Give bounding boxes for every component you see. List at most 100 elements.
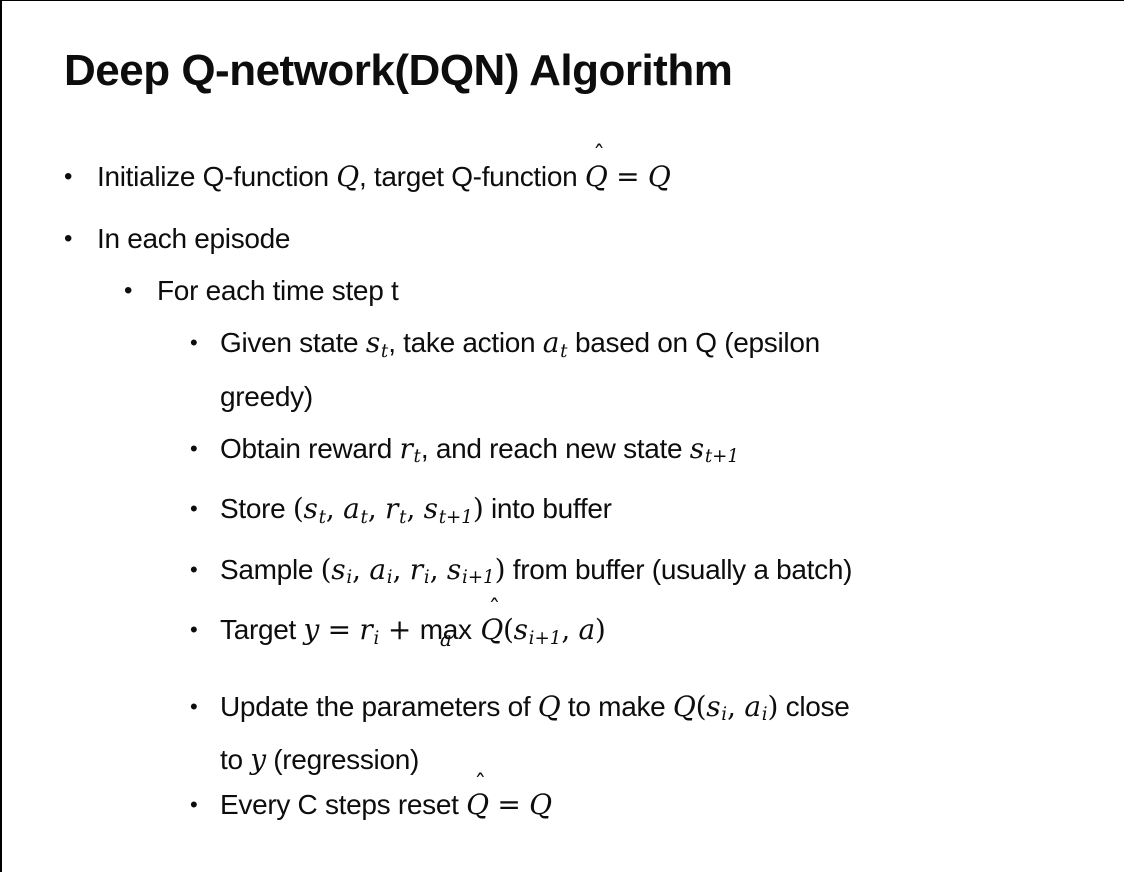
bullet-item: •Obtain reward rt, and reach new state s… [190, 426, 1124, 480]
hat-accent-icon: ˆ [488, 594, 501, 623]
math-roman: , [325, 492, 344, 526]
subscript: t [318, 506, 326, 528]
bullet-line: Initialize Q-function Q, target Q-functi… [97, 144, 1124, 199]
math-var: y [303, 613, 320, 647]
text-segment: from buffer (usually a batch) [505, 553, 853, 585]
math-var: s [689, 431, 704, 465]
subscript: t [413, 446, 421, 468]
subscript: i [423, 567, 430, 589]
bullet-glyph: • [64, 163, 73, 190]
bullet-glyph: • [190, 435, 198, 461]
math-roman: , [406, 492, 424, 526]
math-var-with-sub: si+1 [514, 613, 562, 649]
subscript: t+1 [438, 506, 473, 528]
math-var-with-sub: st [304, 492, 326, 528]
bullet-glyph: • [190, 617, 198, 643]
math-var: s [446, 552, 461, 586]
math-var-with-sub: ri [409, 552, 430, 589]
text-segment: based on Q (epsilon [567, 327, 820, 358]
math-var: Q [480, 613, 503, 647]
math-var: Q [647, 160, 671, 193]
math-var: s [423, 492, 438, 526]
subscript: i [373, 627, 380, 649]
math-roman: = [607, 160, 648, 193]
bullet-glyph: • [64, 225, 73, 252]
bullet-line: In each episode [97, 216, 1124, 261]
math-roman: ( [695, 689, 707, 723]
text-segment: Sample [220, 553, 321, 585]
math-var: Q [584, 160, 608, 193]
bullet-text: Initialize Q-function Q, target Q-functi… [97, 144, 1124, 199]
math-roman: , [392, 552, 410, 586]
subscript: i [721, 704, 728, 726]
math-roman: , [727, 689, 745, 723]
bullet-line: Update the parameters of Q to make Q(si,… [220, 684, 1124, 738]
bullet-line: For each time step t [157, 268, 1124, 313]
math-var: r [409, 552, 423, 586]
math-var-with-sub: at [343, 492, 368, 528]
math-roman: , [429, 552, 447, 586]
math-roman: = [488, 788, 530, 822]
bullet-line: Store (st, at, rt, st+1) into buffer [220, 486, 1124, 540]
text-segment: Every C steps reset [220, 789, 467, 821]
bullet-item: • Update the parameters of Q to make Q(si… [190, 684, 1124, 783]
math-var-with-sub: st [366, 326, 388, 362]
bullet-text: Store (st, at, rt, st+1) into buffer [220, 486, 1124, 540]
text-segment: Given state [220, 327, 366, 358]
math-var: Q [672, 689, 696, 723]
text-segment: to [220, 744, 251, 776]
subscript: i+1 [528, 627, 562, 649]
subscript: i [761, 704, 768, 726]
math-var: s [706, 689, 721, 723]
text-segment: Obtain reward [220, 432, 400, 464]
text-segment: Initialize Q-function [97, 161, 337, 192]
subscript: t+1 [704, 446, 739, 468]
bullet-item: •Store (st, at, rt, st+1) into buffer [190, 486, 1124, 540]
math-roman: ) [767, 689, 779, 723]
math-var-with-sub: rt [385, 492, 406, 528]
math-var: r [359, 613, 373, 647]
math-roman: , [561, 613, 579, 647]
text-segment: greedy) [220, 380, 313, 412]
math-roman: ( [320, 552, 332, 586]
bullet-glyph: • [190, 693, 198, 719]
math-var: Q [529, 788, 552, 822]
math-var: Q [537, 689, 561, 723]
math-roman: ) [494, 552, 506, 586]
text-segment: Store [220, 493, 293, 525]
text-segment: to make [560, 690, 673, 722]
hat-accent-icon: ˆ [474, 769, 486, 798]
math-var: r [385, 492, 399, 526]
math-roman: , [367, 492, 386, 526]
bullet-glyph: • [190, 556, 198, 582]
bullet-line: to y (regression) [220, 737, 1124, 782]
text-segment: into buffer [483, 493, 612, 525]
subscript: t [560, 340, 568, 362]
bullet-line: Obtain reward rt, and reach new state st… [220, 426, 1124, 480]
math-var: a [542, 326, 560, 359]
subscript: t [380, 340, 389, 362]
math-var-with-sub: at [542, 326, 568, 362]
math-var-with-sub: si [706, 689, 728, 726]
math-var: a [744, 689, 761, 723]
text-segment: In each episode [97, 223, 291, 254]
subscript: i [346, 567, 353, 589]
bullet-glyph: • [124, 277, 133, 304]
math-var: a [578, 613, 596, 647]
math-var: y [250, 743, 266, 777]
text-segment: , target Q-function [358, 161, 585, 192]
text-segment: Target [220, 614, 304, 646]
math-roman: ) [472, 492, 484, 526]
subscript: t [360, 506, 368, 528]
bullet-text: In each episode [97, 216, 1124, 261]
subscript: i [386, 567, 393, 589]
bullet-glyph: • [190, 792, 198, 818]
bullet-text: Sample (si, ai, ri, si+1) from buffer (u… [220, 547, 1124, 601]
